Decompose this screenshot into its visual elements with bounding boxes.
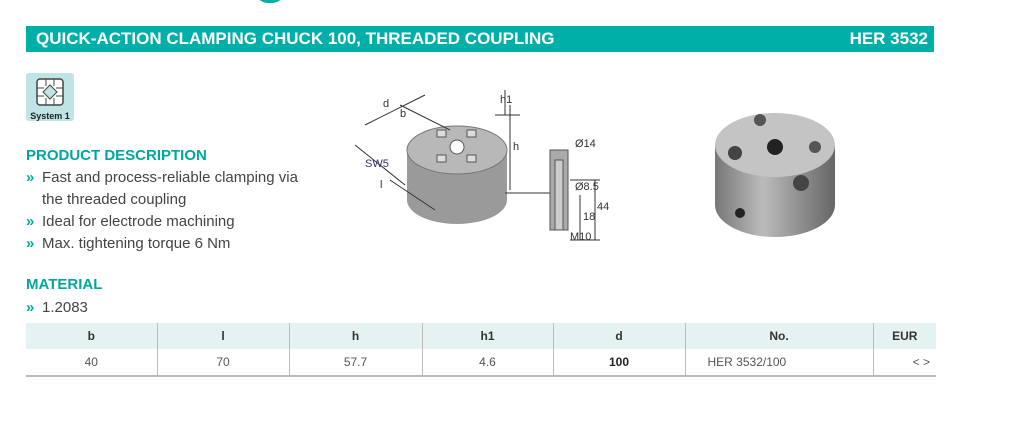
col-no: No. (684, 323, 873, 349)
cell-h: 57.7 (288, 349, 422, 377)
cell-h1: 4.6 (421, 349, 553, 377)
cell-b: 40 (26, 349, 157, 377)
label-d: d (383, 98, 389, 110)
material-list: »1.2083 (26, 297, 88, 319)
list-item: »Ideal for electrode machining (26, 213, 235, 230)
label-44: 44 (597, 201, 609, 213)
label-l: l (380, 179, 382, 191)
label-h: h (513, 141, 519, 153)
label-h1: h1 (500, 94, 512, 106)
system-label: System 1 (30, 111, 70, 121)
title-banner: QUICK-ACTION CLAMPING CHUCK 100, THREADE… (26, 26, 934, 52)
specifications-table: b l h h1 d No. EUR 40 70 57.7 4.6 100 HE… (26, 323, 936, 377)
technical-drawing: d b h1 h SW5 l Ø14 Ø8.5 18 44 M10 (354, 90, 609, 243)
product-photo (715, 113, 835, 237)
material-heading: MATERIAL (26, 276, 103, 293)
cell-l: 70 (156, 349, 289, 377)
product-code: HER 3532 (849, 29, 928, 48)
col-eur: EUR (872, 323, 936, 349)
system-badge: System 1 (26, 73, 74, 121)
col-b: b (26, 323, 157, 349)
cell-eur[interactable]: < > (872, 349, 936, 377)
cell-no: HER 3532/100 (684, 349, 873, 377)
table-header-row: b l h h1 d No. EUR (26, 323, 936, 349)
label-m10: M10 (570, 231, 591, 243)
label-d14: Ø14 (575, 138, 596, 150)
product-description-heading: PRODUCT DESCRIPTION (26, 147, 207, 164)
list-item: »1.2083 (26, 299, 88, 316)
page-title: QUICK-ACTION CLAMPING CHUCK 100, THREADE… (36, 29, 555, 48)
decorative-shape (255, 0, 285, 3)
list-item: »Max. tightening torque 6 Nm (26, 235, 231, 252)
col-d: d (552, 323, 685, 349)
table-row: 40 70 57.7 4.6 100 HER 3532/100 < > (26, 349, 936, 377)
label-sw5: SW5 (365, 158, 389, 170)
label-d85: Ø8.5 (575, 181, 599, 193)
cell-d: 100 (552, 349, 685, 377)
system-icon (36, 78, 64, 106)
col-h1: h1 (421, 323, 553, 349)
col-h: h (288, 323, 422, 349)
col-l: l (156, 323, 289, 349)
label-b: b (400, 108, 406, 120)
label-18: 18 (583, 211, 595, 223)
